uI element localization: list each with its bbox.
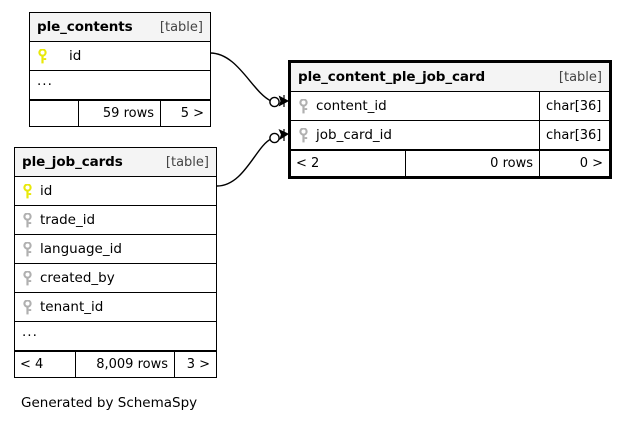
table-row[interactable]: id [15, 177, 216, 206]
table-row[interactable]: id [30, 42, 210, 71]
column-label: created_by [40, 270, 115, 286]
relationship-zero-marker [269, 96, 280, 108]
foreign-key-icon [299, 98, 308, 113]
column-name-cell: tenant_id [15, 293, 216, 321]
table-row[interactable]: content_id char[36] [291, 92, 609, 121]
column-name-cell: job_card_id [291, 121, 539, 149]
footer-row-count: 0 rows [405, 151, 540, 176]
footer-prev-count[interactable]: < 2 [296, 156, 320, 171]
foreign-key-icon [23, 212, 32, 227]
table-footer: 59 rows 5 > [30, 100, 210, 126]
relationship-line-jobcards-to-jobcard-id [216, 138, 272, 187]
table-row[interactable]: trade_id [15, 206, 216, 235]
table-row[interactable]: language_id [15, 235, 216, 264]
column-label: language_id [40, 241, 122, 257]
column-label: tenant_id [40, 299, 104, 315]
table-header: ple_contents [table] [30, 13, 210, 42]
column-name-cell: created_by [15, 264, 216, 292]
table-row-more: ... [30, 71, 210, 100]
table-row[interactable]: created_by [15, 264, 216, 293]
primary-key-icon [38, 48, 47, 63]
column-label: id [69, 48, 82, 64]
table-header: ple_content_ple_job_card [table] [291, 63, 609, 92]
table-title: ple_contents [37, 19, 133, 35]
table-footer: < 4 8,009 rows 3 > [15, 351, 216, 377]
column-label: content_id [316, 98, 387, 114]
footer-next-count[interactable]: 0 > [579, 156, 603, 171]
table-row[interactable]: job_card_id char[36] [291, 121, 609, 150]
crowfoot-arrow-job-card-id [278, 128, 290, 141]
column-type: char[36] [539, 121, 609, 149]
table-row[interactable]: tenant_id [15, 293, 216, 322]
table-footer: < 2 0 rows 0 > [291, 150, 609, 176]
footer-prev-count[interactable]: < 4 [20, 357, 44, 372]
crowfoot-arrow-content-id [278, 95, 290, 107]
column-type: char[36] [539, 92, 609, 120]
column-label: job_card_id [316, 127, 392, 143]
column-label: trade_id [40, 212, 96, 228]
table-kind-label: [table] [558, 69, 602, 85]
footer-next-count[interactable]: 3 > [186, 357, 210, 372]
table-kind-label: [table] [165, 154, 209, 170]
footer-next-count[interactable]: 5 > [180, 106, 204, 121]
foreign-key-icon [23, 241, 32, 256]
column-name-cell: id [30, 42, 210, 70]
column-label: id [40, 183, 53, 199]
table-title: ple_job_cards [22, 154, 123, 170]
table-title: ple_content_ple_job_card [298, 69, 486, 85]
more-columns-ellipsis: ... [37, 73, 53, 90]
footer-prev-count[interactable] [30, 101, 78, 126]
column-name-cell: language_id [15, 235, 216, 263]
footer-row-count: 8,009 rows [75, 352, 175, 377]
foreign-key-icon [23, 270, 32, 285]
more-columns-ellipsis: ... [22, 324, 38, 341]
primary-key-icon [23, 183, 32, 198]
column-name-cell: trade_id [15, 206, 216, 234]
table-kind-label: [table] [159, 19, 203, 35]
diagram-caption: Generated by SchemaSpy [21, 395, 198, 411]
footer-row-count: 59 rows [78, 101, 161, 126]
table-header: ple_job_cards [table] [15, 148, 216, 177]
table-ple-contents[interactable]: ple_contents [table] id ... 59 rows 5 > [29, 12, 211, 127]
table-row-more: ... [15, 322, 216, 351]
foreign-key-icon [23, 299, 32, 314]
table-ple-job-cards[interactable]: ple_job_cards [table] id trade_id [14, 147, 217, 378]
column-name-cell: content_id [291, 92, 539, 120]
relationship-line-contents-to-content-id [209, 52, 272, 102]
column-name-cell: id [15, 177, 216, 205]
foreign-key-icon [299, 127, 308, 142]
table-ple-content-ple-job-card[interactable]: ple_content_ple_job_card [table] content… [288, 60, 612, 179]
relationship-zero-marker [269, 132, 280, 144]
